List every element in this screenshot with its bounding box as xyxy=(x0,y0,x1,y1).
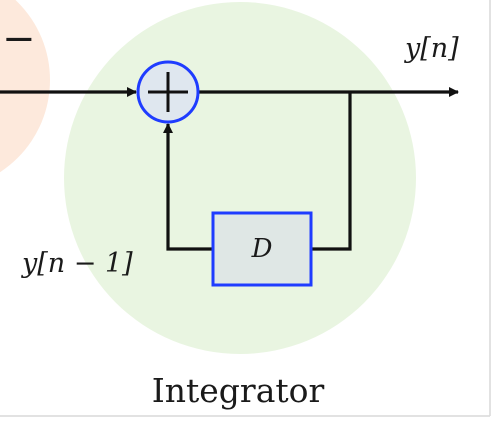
feedback-label: y[n − 1] xyxy=(21,248,133,279)
delay-box xyxy=(211,211,313,287)
delay-label: D xyxy=(251,234,273,264)
adder-node xyxy=(136,60,200,124)
left-stage-blob xyxy=(0,0,50,173)
minus-sign: − xyxy=(2,16,36,62)
integrator-background-circle xyxy=(64,2,416,354)
output-label: y[n] xyxy=(404,33,459,64)
diagram-caption: Integrator xyxy=(152,371,325,410)
feedback-return-arrow xyxy=(163,123,213,251)
feedback-tap-wire xyxy=(311,92,352,251)
delay-block: D xyxy=(211,211,313,287)
